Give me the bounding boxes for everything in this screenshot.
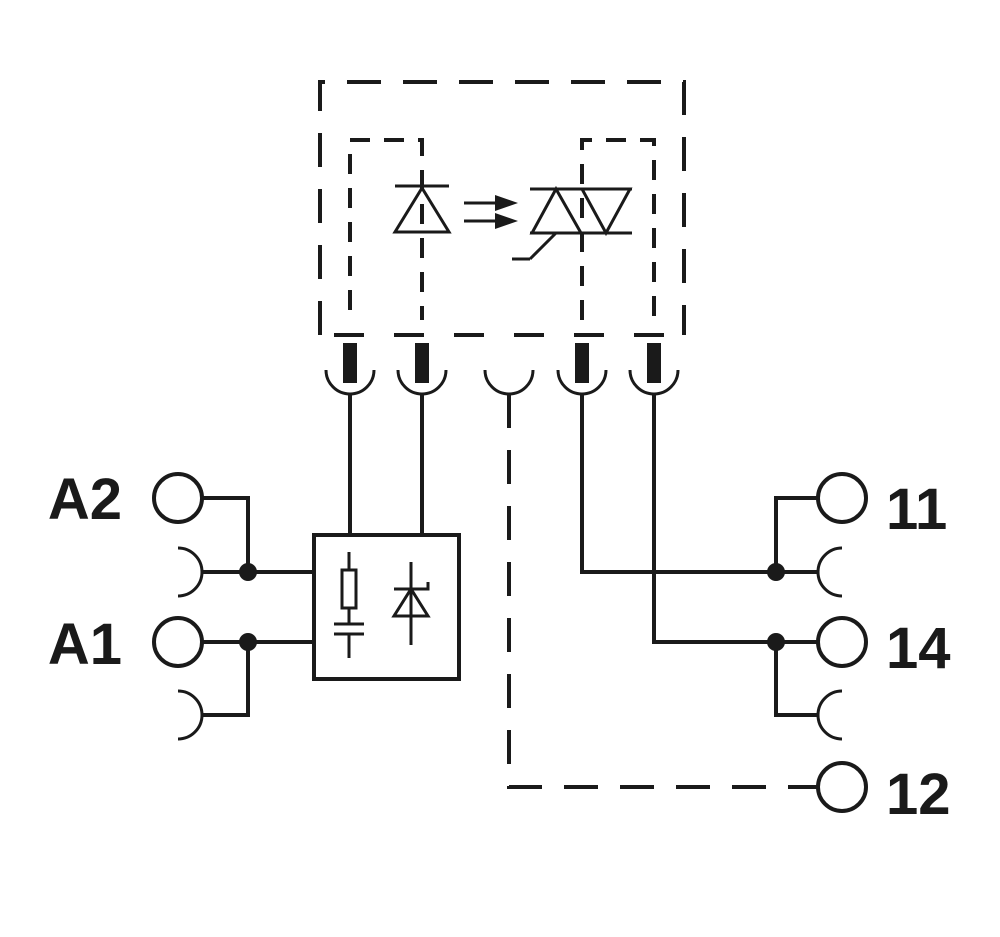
label-a1: A1 [48,612,122,677]
plug-pin-5 [628,343,680,396]
optical-coupling-arrows-icon [464,195,518,229]
wire-a2 [202,496,314,574]
terminal-a1 [152,616,204,668]
led-icon [392,184,452,234]
terminal-11 [816,472,868,524]
relay-housing-outline [318,80,686,337]
junction-dot-a1 [239,633,257,651]
plug-pin-1 [324,343,376,396]
output-switch-outline [580,138,656,320]
plug-socket-empty [483,369,535,396]
terminal-14 [816,616,868,668]
bridge-socket-a1 [177,689,204,741]
triac-icon [512,185,633,261]
wire-11 [774,496,818,574]
protection-circuit-box [312,533,461,681]
wire-a1-bridge [202,642,250,717]
plug-pin-4 [556,343,608,396]
wire-pin3-dashed [507,394,818,789]
label-11: 11 [886,477,947,542]
wire-pin4 [580,394,776,574]
input-coupler-outline [348,138,424,320]
rc-circuit-icon [334,552,364,658]
terminal-12 [816,761,868,813]
wire-pin5 [652,394,776,644]
bridge-socket-14 [816,689,843,741]
junction-dot-11 [767,563,785,581]
label-a2: A2 [48,467,122,532]
terminal-a2 [152,472,204,524]
bridge-socket-11 [816,546,843,598]
bridge-socket-a2 [177,546,204,598]
rectifier-diode-icon [391,562,431,645]
label-14: 14 [886,616,951,681]
wire-14-bridge [774,642,818,717]
junction-dot-14 [767,633,785,651]
junction-dot-a2 [239,563,257,581]
plug-pin-2 [396,343,448,396]
label-12: 12 [886,762,951,827]
